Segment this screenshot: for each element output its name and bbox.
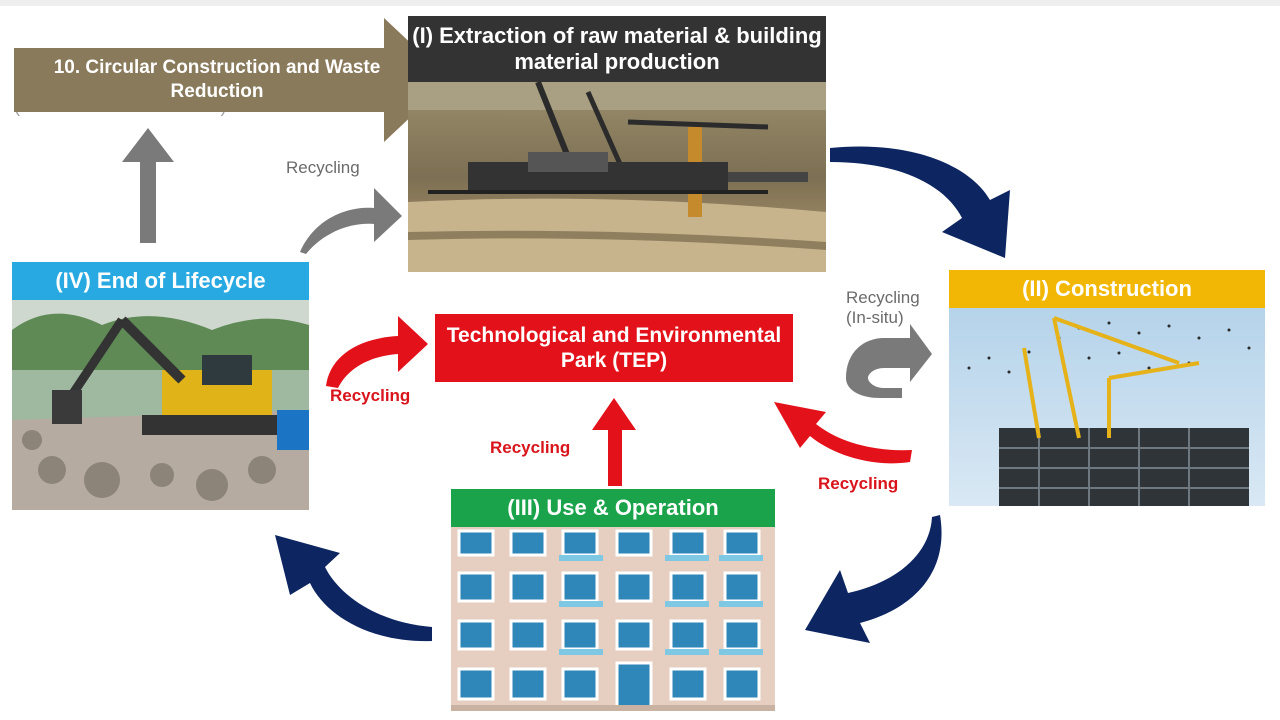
recycling-label-right: Recycling — [818, 474, 899, 493]
gray-uturn-arrow-in-situ — [846, 324, 932, 398]
use-photo — [451, 527, 775, 711]
red-arrow-construction-to-tep — [774, 402, 912, 464]
recycling-label-bottom: Recycling — [490, 438, 571, 457]
end-photo — [12, 300, 309, 510]
end-header: (IV) End of Lifecycle — [12, 262, 309, 300]
use-header: (III) Use & Operation — [451, 489, 775, 527]
top-edge-bar — [0, 0, 1280, 6]
title-banner-text: 10. Circular Construction and Waste Redu… — [53, 57, 381, 102]
recycling-label-in-situ: Recycling (In-situ) — [846, 288, 920, 328]
extraction-header: (I) Extraction of raw material & buildin… — [408, 16, 826, 82]
recycling-label-left: Recycling — [330, 386, 411, 405]
recycling-label-top: Recycling — [286, 158, 360, 177]
red-arrow-end-to-tep — [326, 316, 428, 388]
construction-photo — [949, 308, 1265, 506]
title-banner — [14, 18, 450, 142]
red-arrow-use-to-tep — [592, 398, 636, 486]
gray-arrow-up-landfill — [122, 128, 174, 243]
gray-arrow-recycling-to-extraction — [300, 188, 402, 254]
extraction-photo — [408, 80, 826, 272]
cycle-arrow-extraction-to-construction — [830, 146, 1010, 258]
cycle-arrow-use-to-end — [275, 535, 432, 642]
tep-box: Technological and Environmental Park (TE… — [435, 314, 793, 382]
cycle-arrow-construction-to-use — [805, 515, 942, 643]
construction-header: (II) Construction — [949, 270, 1265, 308]
